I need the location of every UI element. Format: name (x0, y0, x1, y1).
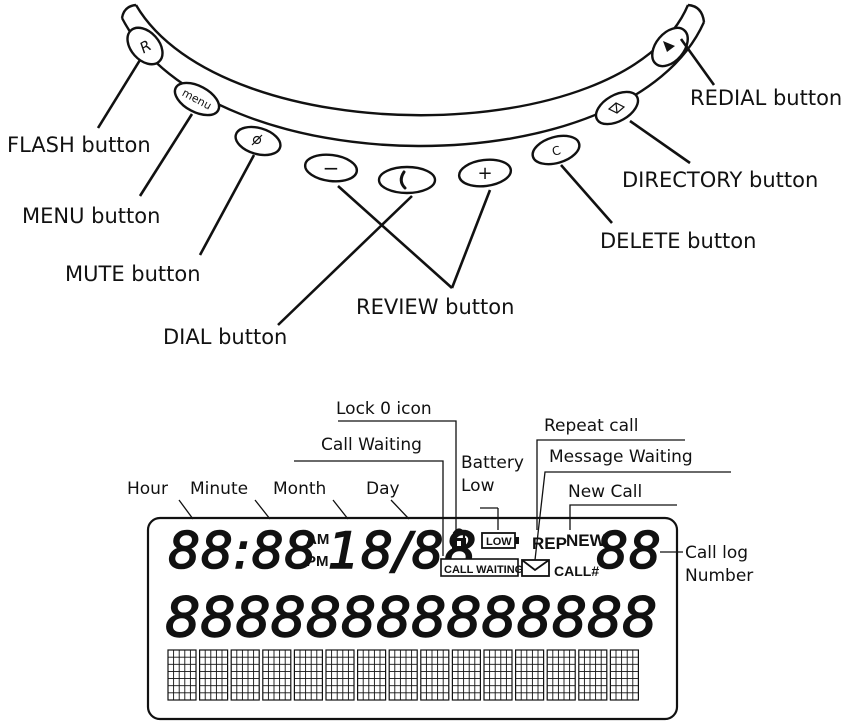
call-log-label-1: Call log (685, 543, 748, 563)
dot-matrix-cell (230, 649, 260, 701)
call-waiting-indicator: CALL WAITING (440, 558, 523, 577)
keypad-arc (120, 3, 706, 148)
call-log-label-2: Number (685, 566, 753, 586)
dial-button[interactable] (377, 165, 437, 195)
lcd-row-1: 88:88 AM PM 18/88 LOW REP NEW CALL WAITI… (167, 521, 662, 581)
dot-matrix-cell (578, 649, 608, 701)
rep-indicator: REP (532, 534, 567, 553)
lock-icon (452, 528, 466, 549)
time-digits: 88:88 (168, 522, 317, 580)
mute-button[interactable] (232, 122, 283, 160)
call-log-digits: 88 (596, 522, 662, 580)
dot-matrix-cell (199, 649, 229, 701)
day-label: Day (366, 479, 400, 499)
dot-matrix-cell (262, 649, 292, 701)
menu-label: MENU button (22, 204, 160, 228)
battery-label-1: Battery (461, 453, 524, 473)
lcd-row-2: 88888888888888 (165, 586, 657, 649)
book-icon (607, 102, 626, 114)
repeat-call-label: Repeat call (544, 416, 638, 436)
flash-button[interactable]: R (121, 21, 170, 71)
delete-label: DELETE button (600, 229, 756, 253)
directory-label: DIRECTORY button (622, 168, 818, 192)
dot-matrix-cell (357, 649, 387, 701)
dot-matrix-cell (546, 649, 576, 701)
lcd-row-3 (167, 649, 640, 701)
call-waiting-text: CALL WAITING (444, 564, 523, 576)
dot-matrix-cell (514, 649, 545, 701)
call-hash-indicator: CALL# (554, 563, 599, 579)
battery-low-text: LOW (486, 536, 512, 548)
delete-button-glyph: C (550, 143, 562, 159)
plus-button-glyph: + (477, 163, 492, 184)
minus-button[interactable]: − (303, 152, 359, 184)
dot-matrix-cell (420, 649, 450, 701)
am-indicator: AM (306, 531, 329, 548)
redial-arrow-icon (663, 41, 675, 52)
flash-label: FLASH button (7, 133, 151, 157)
mute-icon (251, 134, 263, 146)
lock-label: Lock 0 icon (336, 399, 432, 419)
pm-indicator: PM (306, 553, 329, 570)
message-waiting-label: Message Waiting (549, 447, 693, 467)
new-call-label: New Call (568, 482, 642, 502)
menu-button[interactable]: menu (170, 76, 225, 121)
phone-handset-icon (399, 170, 407, 190)
dot-matrix-cell (483, 649, 513, 701)
dot-matrix-cell (451, 649, 481, 701)
dot-matrix-cell (388, 649, 418, 701)
directory-button[interactable] (591, 85, 644, 131)
dot-matrix-cell (167, 649, 197, 701)
hour-label: Hour (127, 479, 168, 499)
keypad-leader-lines (96, 38, 716, 326)
dial-label: DIAL button (163, 325, 287, 349)
battery-icon: LOW (481, 532, 519, 549)
new-indicator: NEW (566, 531, 607, 550)
dot-matrix-cell (293, 649, 323, 701)
minute-label: Minute (190, 479, 248, 499)
display-leader-lines (178, 420, 731, 561)
dot-matrix-cell (325, 649, 355, 701)
battery-label-2: Low (461, 476, 495, 496)
redial-label: REDIAL button (690, 86, 842, 110)
minus-button-glyph: − (323, 156, 340, 180)
review-label: REVIEW button (356, 295, 514, 319)
delete-button[interactable]: C (529, 131, 582, 169)
dot-matrix-cell (609, 649, 640, 701)
call-waiting-label: Call Waiting (321, 435, 422, 455)
plus-button[interactable]: + (457, 157, 513, 189)
mute-label: MUTE button (65, 262, 201, 286)
redial-button[interactable] (645, 21, 695, 73)
month-label: Month (273, 479, 326, 499)
